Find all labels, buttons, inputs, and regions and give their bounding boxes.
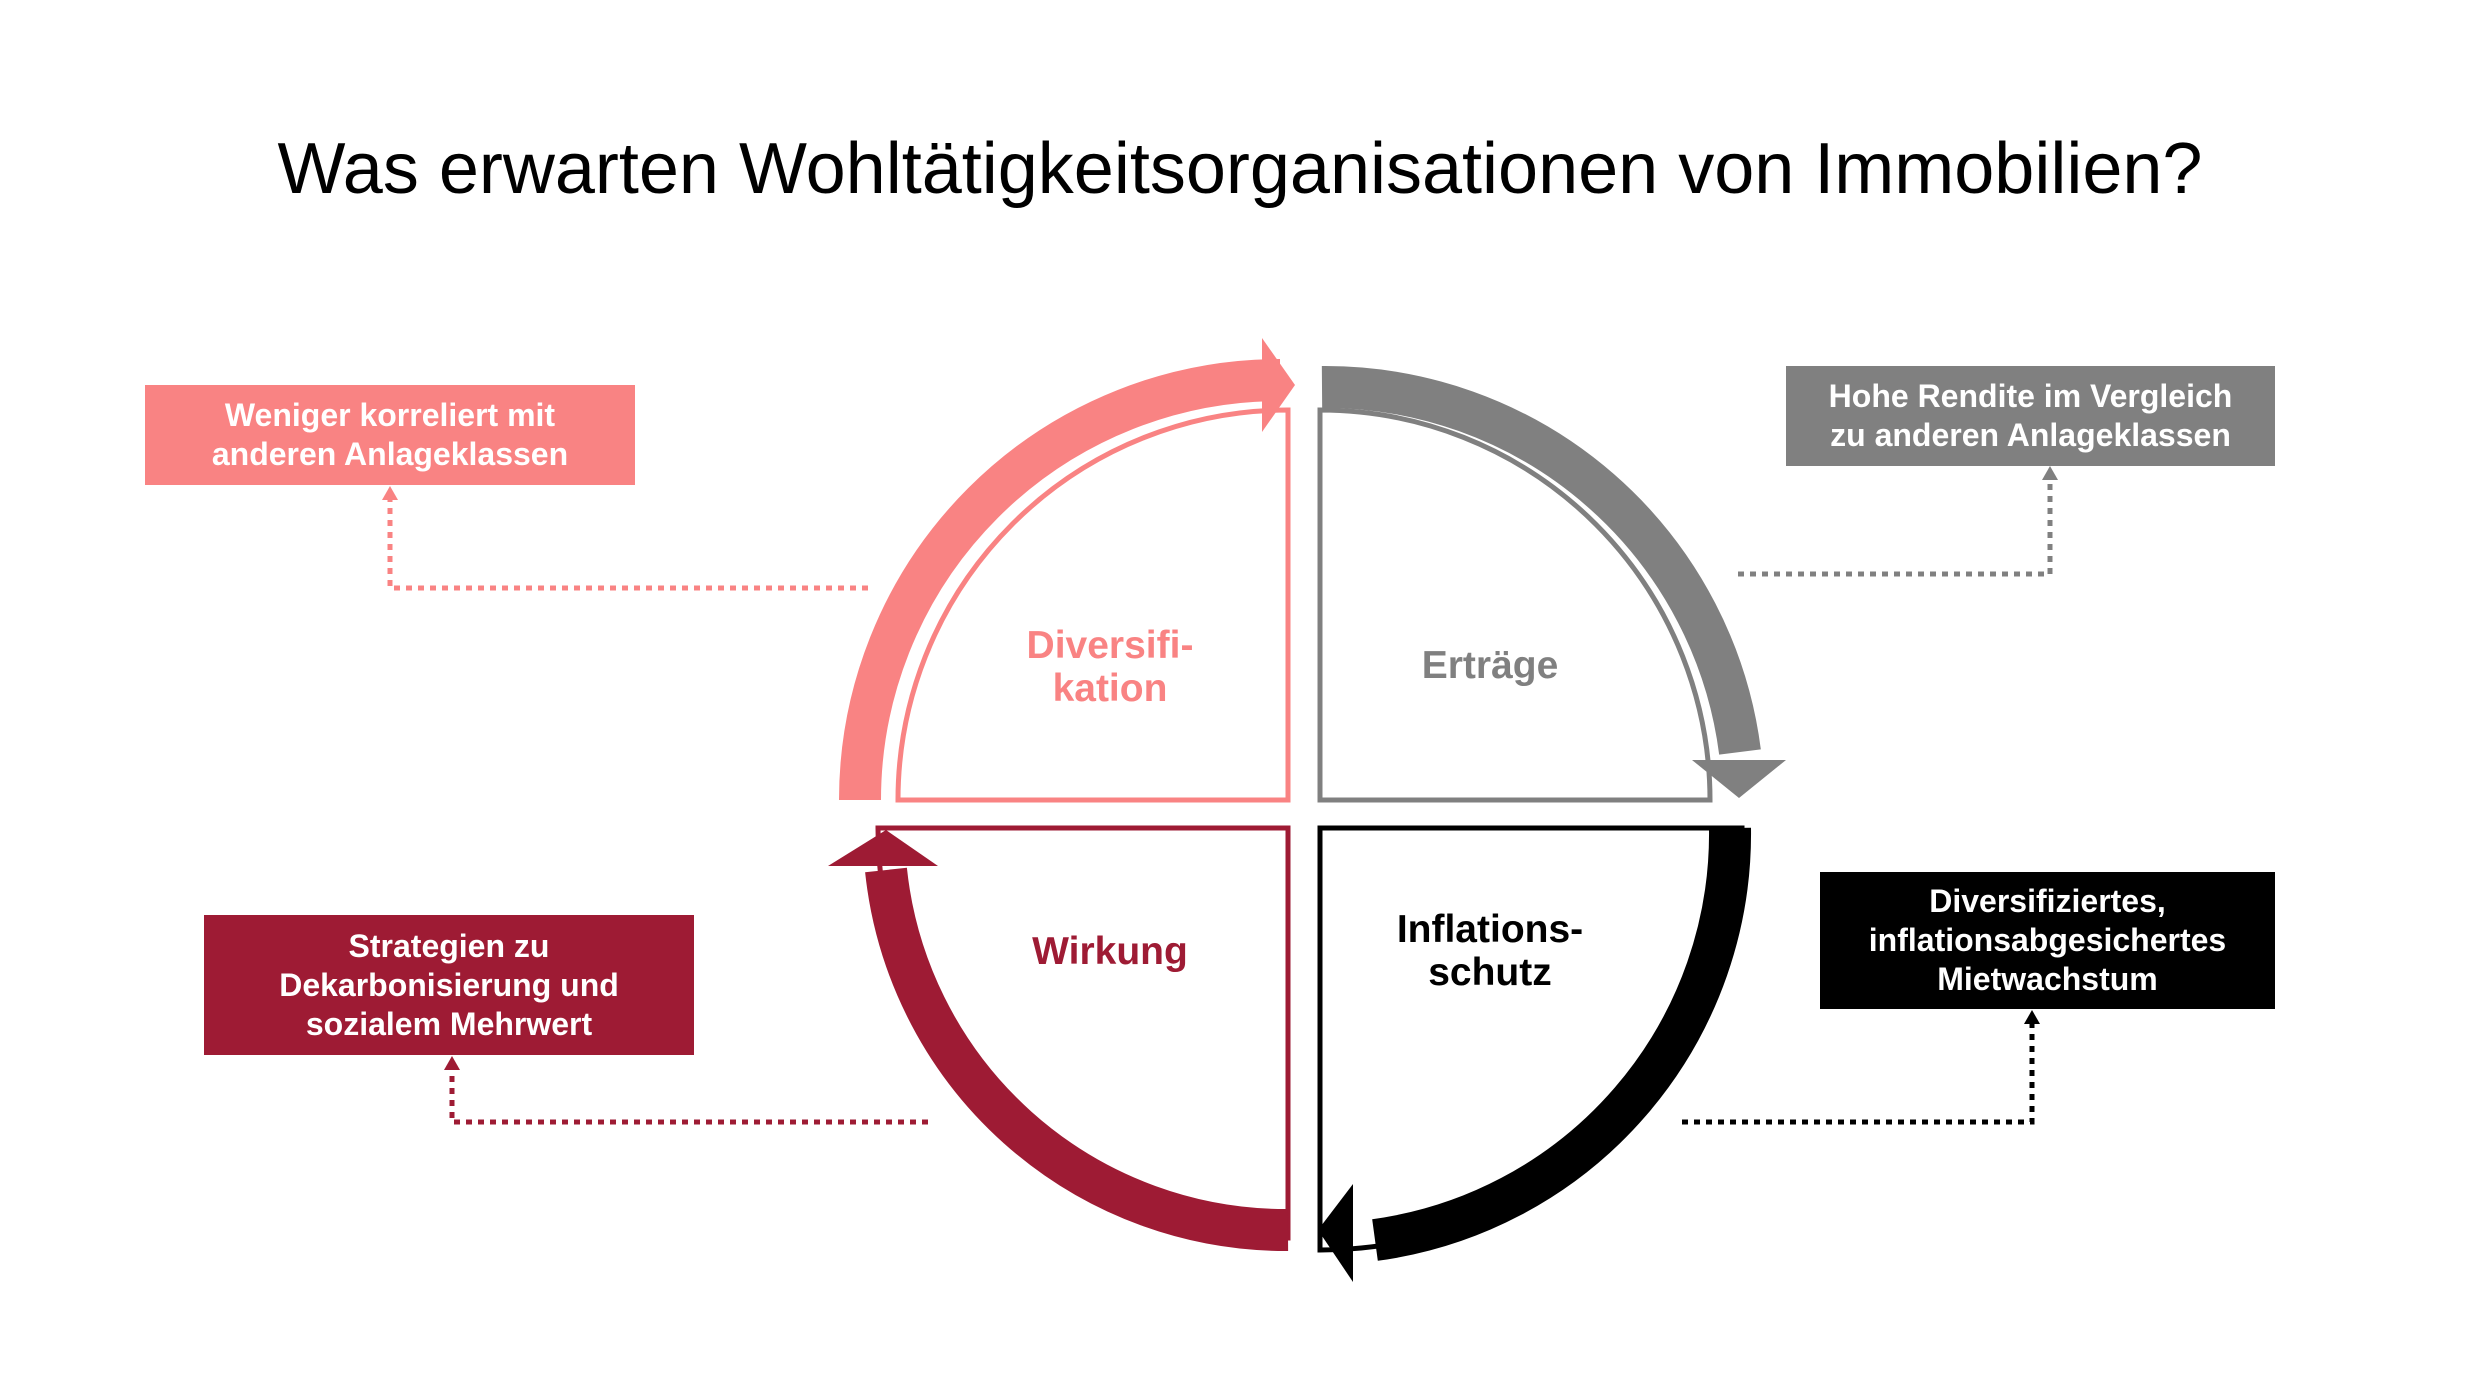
arrow-diversification (839, 338, 1295, 801)
quadrant-label-inflation-text: Inflations- schutz (1396, 908, 1584, 994)
connector-diversification (387, 498, 868, 591)
quadrant-box-returns (1317, 407, 1713, 803)
callout-diversification: Weniger korreliert mit anderen Anlagekla… (145, 385, 635, 485)
quadrant-label-impact-text: Wirkung (1032, 930, 1188, 973)
callout-impact-text: Strategien zu Dekarbonisierung und sozia… (279, 927, 619, 1042)
callout-inflation-text: Diversifiziertes, inflationsabgesicherte… (1868, 883, 2227, 997)
connector-impact (449, 1068, 928, 1125)
connector-inflation-arrowhead (2024, 1010, 2040, 1024)
callout-returns-text: Hohe Rendite im Vergleich zu anderen Anl… (1828, 378, 2233, 453)
connector-impact-arrowhead (444, 1056, 460, 1070)
page-title: Was erwarten Wohltätigkeitsorganisatione… (277, 129, 2203, 209)
arrow-returns (1321, 365, 1786, 798)
quadrant-label-diversification-text: Diversifi- kation (1026, 624, 1194, 710)
quadrant-label-returns-text: Erträge (1421, 644, 1559, 687)
quadrant-label-returns: Erträge (1340, 644, 1640, 687)
callout-impact: Strategien zu Dekarbonisierung und sozia… (204, 915, 694, 1055)
connector-returns-arrowhead (2042, 466, 2058, 480)
connector-returns (1738, 478, 2053, 577)
callout-returns: Hohe Rendite im Vergleich zu anderen Anl… (1786, 366, 2275, 466)
callout-diversification-text: Weniger korreliert mit anderen Anlagekla… (211, 397, 569, 472)
quadrant-label-diversification: Diversifi- kation (960, 624, 1260, 710)
callout-inflation: Diversifiziertes, inflationsabgesicherte… (1820, 872, 2275, 1009)
quadrant-label-inflation: Inflations- schutz (1340, 908, 1640, 994)
connector-diversification-arrowhead (382, 486, 398, 500)
quadrant-box-diversification (895, 407, 1291, 803)
arrow-inflation (1318, 827, 1752, 1282)
arrow-impact (828, 830, 1289, 1252)
quadrant-label-impact: Wirkung (960, 930, 1260, 973)
connector-inflation (1682, 1022, 2035, 1125)
